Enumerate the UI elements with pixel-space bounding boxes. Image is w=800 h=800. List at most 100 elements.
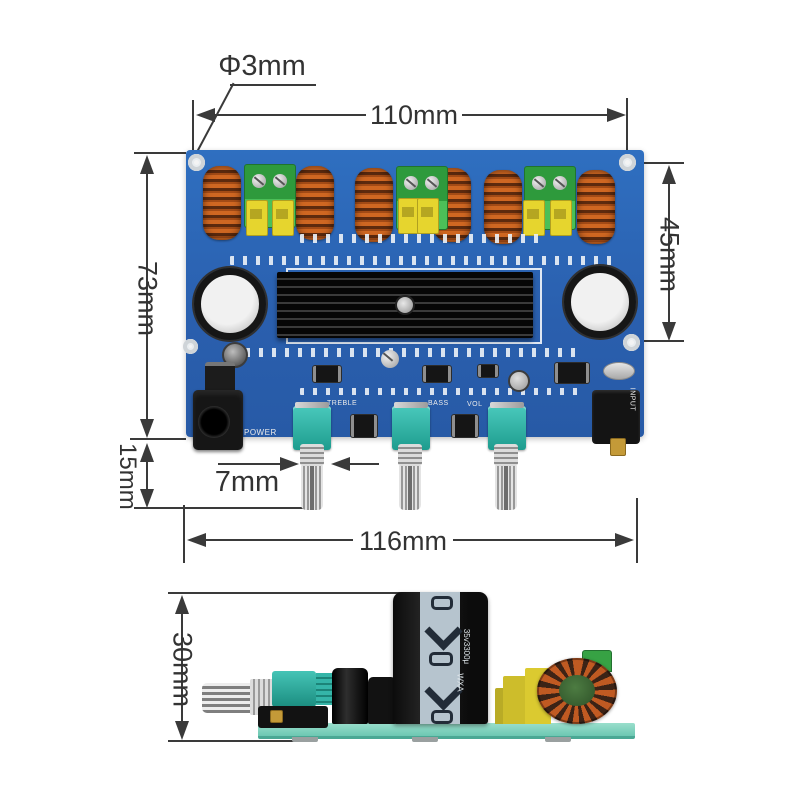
dim-45-arrow-down	[662, 322, 676, 341]
film-capacitor	[417, 198, 439, 234]
amplifier-board-side-view: 35v3300μ WXA	[170, 588, 650, 753]
audio-jack-pin	[610, 438, 626, 456]
pot-bushing	[300, 444, 324, 466]
terminal-screw	[532, 176, 546, 190]
mounting-hole-top-right	[619, 154, 636, 171]
pot-bushing	[398, 444, 422, 466]
mounting-hole-top-left	[188, 154, 205, 171]
dim-110-label: 110mm	[369, 100, 459, 130]
dim-73-arrow-down	[140, 419, 154, 438]
dim-73-arrow-up	[140, 155, 154, 174]
heatsink	[277, 272, 533, 338]
smd-ic	[555, 363, 589, 383]
pcb-edge	[258, 723, 635, 739]
capacitor-sleeve-slot	[429, 652, 453, 666]
electrolytic-capacitor	[564, 266, 636, 338]
treble-silkscreen-label: TREBLE	[327, 400, 358, 407]
dim-7-arrow-right	[280, 457, 299, 471]
terminal-screw	[404, 176, 418, 190]
smd-ic	[423, 366, 451, 382]
smd-ic	[452, 415, 478, 437]
heatsink-screw	[397, 297, 413, 313]
capacitor-side	[332, 668, 368, 724]
dim-15-tick-bottom	[134, 507, 304, 509]
dim-110-ext-right	[626, 98, 628, 162]
toroid-core	[559, 675, 595, 706]
dim-116-line-left	[205, 539, 353, 541]
dim-hole-leader-underline	[230, 84, 316, 86]
film-capacitor	[246, 200, 268, 236]
solder-tab	[545, 737, 571, 742]
solder-tab	[292, 737, 318, 742]
toroidal-inductor	[484, 170, 522, 244]
dim-30-line	[181, 613, 183, 721]
amplifier-board-top-view: POWER TREBLE BASS VOL INPUT	[183, 150, 644, 510]
terminal-screw	[425, 176, 439, 190]
film-capacitor	[398, 198, 420, 234]
film-capacitor	[523, 200, 545, 236]
dim-15-label: 15mm	[114, 443, 141, 510]
smd-ic	[478, 365, 498, 377]
dim-45-line	[668, 183, 670, 323]
dim-73-label: 73mm	[132, 260, 163, 336]
dim-110-ext-left	[192, 100, 194, 154]
dim-45-arrow-up	[662, 165, 676, 184]
dim-7-line-right	[349, 463, 379, 465]
dim-116-ext-right	[636, 498, 638, 563]
dim-30-arrow-down	[175, 721, 189, 740]
capacitor-side	[368, 677, 396, 724]
dim-45-tick-top	[630, 162, 684, 164]
smd-resistor-row	[230, 256, 620, 265]
dim-110-arrow-left	[196, 108, 215, 122]
dim-45-tick-bottom	[626, 340, 684, 342]
capacitor-sleeve-slot	[431, 710, 453, 724]
terminal-screw	[252, 174, 266, 188]
dim-30-tick-top	[168, 592, 408, 594]
dim-116-label: 116mm	[358, 526, 448, 556]
large-electrolytic-capacitor-side: 35v3300μ WXA	[393, 592, 488, 724]
smd-resistor-row	[300, 234, 540, 243]
dim-110-arrow-right	[607, 108, 626, 122]
toroidal-inductor	[203, 166, 241, 240]
dim-116-arrow-left	[187, 533, 206, 547]
dim-73-tick-bottom	[130, 438, 186, 440]
small-capacitor	[508, 370, 530, 392]
toroidal-inductor	[296, 166, 334, 240]
pot-shaft	[399, 466, 421, 510]
dim-15-arrow-up	[140, 443, 154, 462]
mounting-hole-left	[183, 339, 198, 354]
bass-potentiometer	[392, 402, 430, 450]
pot-bushing	[494, 444, 518, 466]
smd-ic	[313, 366, 341, 382]
smd-pad-row	[300, 388, 580, 395]
film-capacitor-side	[503, 676, 527, 724]
capacitor-brand-text: WXA	[455, 673, 465, 692]
dim-116-arrow-right	[615, 533, 634, 547]
input-silkscreen-label: INPUT	[628, 387, 636, 412]
dim-45-label: 45mm	[654, 216, 685, 292]
toroidal-inductor-side	[537, 658, 617, 724]
board-screw	[381, 350, 399, 368]
film-capacitor	[272, 200, 294, 236]
smd-pad-row	[246, 348, 576, 357]
pot-shaft-side	[202, 683, 252, 713]
potentiometer-fins	[316, 673, 332, 705]
power-silkscreen-label: POWER	[244, 428, 277, 437]
dim-116-ext-left	[183, 505, 185, 563]
dim-110-line-right	[462, 114, 608, 116]
crystal-oscillator	[603, 362, 635, 380]
terminal-screw	[273, 174, 287, 188]
volume-potentiometer	[488, 402, 526, 450]
film-capacitor	[550, 200, 572, 236]
capacitor-sleeve-slot	[431, 596, 453, 610]
pot-shaft	[301, 466, 323, 510]
dim-hole-diameter-label: Φ3mm	[218, 50, 306, 82]
treble-potentiometer	[293, 402, 331, 450]
dim-15-line	[146, 461, 148, 491]
bass-silkscreen-label: BASS	[428, 400, 449, 407]
terminal-screw	[553, 176, 567, 190]
capacitor-value-text: 35v3300μ	[462, 628, 472, 665]
pot-shaft	[495, 466, 517, 510]
dim-7-arrow-left	[331, 457, 350, 471]
